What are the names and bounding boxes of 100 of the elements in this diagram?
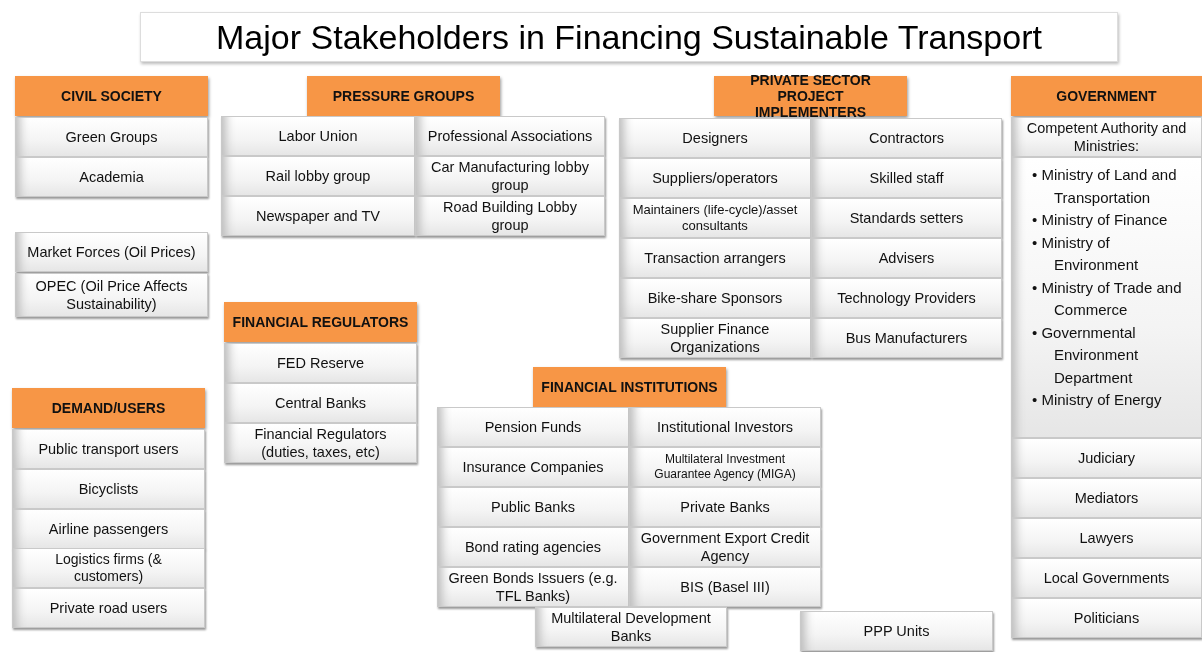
stakeholder-label: Mediators xyxy=(1074,488,1139,508)
stakeholder-label: Judiciary xyxy=(1077,448,1136,468)
stakeholder-label: Advisers xyxy=(878,248,935,268)
stakeholder-label: Private Banks xyxy=(680,497,770,517)
stakeholder-label: Market Forces (Oil Prices) xyxy=(27,242,196,262)
stakeholder-box xyxy=(15,232,208,272)
stakeholder-box xyxy=(629,407,821,447)
stakeholder-label: Multilateral Development Banks xyxy=(550,608,712,646)
stakeholder-box xyxy=(811,158,1002,198)
stakeholder-box xyxy=(437,447,629,487)
stakeholder-label: Competent Authority and Ministries: xyxy=(1025,118,1188,156)
stakeholder-label: Designers xyxy=(682,128,748,148)
stakeholder-label: Financial Regulators (duties, taxes, etc) xyxy=(253,424,388,462)
stakeholder-box xyxy=(415,156,605,196)
stakeholder-box xyxy=(811,238,1002,278)
stakeholder-box xyxy=(221,156,415,196)
stakeholder-label: Public Banks xyxy=(491,497,575,517)
stakeholder-box xyxy=(811,318,1002,358)
group-header: FINANCIAL INSTITUTIONS xyxy=(533,367,726,407)
stakeholder-box xyxy=(1011,518,1202,558)
group-header: FINANCIAL REGULATORS xyxy=(224,302,417,342)
stakeholder-label: Labor Union xyxy=(278,126,358,146)
stakeholder-box xyxy=(15,273,208,317)
stakeholder-box xyxy=(1011,558,1202,598)
stakeholder-box xyxy=(619,198,811,238)
stakeholder-label: OPEC (Oil Price Affects Sustainability) xyxy=(34,276,189,314)
stakeholder-box xyxy=(415,196,605,236)
list-item: • Ministry of Environment xyxy=(1032,232,1140,275)
group-header: CIVIL SOCIETY xyxy=(15,76,208,116)
stakeholder-label: Pension Funds xyxy=(484,417,582,437)
stakeholder-box xyxy=(224,343,417,383)
stakeholder-label: Bike-share Sponsors xyxy=(647,288,783,308)
stakeholder-label: Multilateral Investment Guarantee Agency (MIGA) xyxy=(653,452,797,482)
stakeholder-label: Academia xyxy=(79,167,144,187)
group-header: GOVERNMENT xyxy=(1011,76,1202,116)
stakeholder-label: Suppliers/operators xyxy=(652,168,778,188)
list-item: • Governmental Environment Department xyxy=(1032,322,1140,388)
stakeholder-label: Car Manufacturing lobby group xyxy=(430,157,590,195)
stakeholder-label: Contractors xyxy=(869,128,944,148)
stakeholder-box xyxy=(619,118,811,158)
stakeholder-box xyxy=(535,607,727,647)
stakeholder-label: Green Groups xyxy=(65,127,158,147)
stakeholder-label: Public transport users xyxy=(38,439,179,459)
stakeholder-box xyxy=(437,407,629,447)
stakeholder-label: Rail lobby group xyxy=(265,166,371,186)
stakeholder-label: Bus Manufacturers xyxy=(845,328,968,348)
stakeholder-label: Bond rating agencies xyxy=(464,537,602,557)
stakeholder-label: FED Reserve xyxy=(277,353,364,373)
group-header: PRIVATE SECTOR PROJECT IMPLEMENTERS xyxy=(714,76,907,116)
stakeholder-box xyxy=(1011,117,1202,157)
list-item: • Ministry of Trade and Commerce xyxy=(1032,277,1183,320)
group-header: PRESSURE GROUPS xyxy=(307,76,500,116)
stakeholder-box xyxy=(15,157,208,197)
list-item: • Ministry of Land and Transportation xyxy=(1032,165,1178,208)
stakeholder-box xyxy=(619,158,811,198)
stakeholder-label: Logistics firms (& customers) xyxy=(54,550,163,586)
stakeholder-box xyxy=(619,238,811,278)
stakeholder-label: Maintainers (life-cycle)/asset consultants xyxy=(631,201,799,235)
stakeholder-label: Airline passengers xyxy=(48,519,169,539)
stakeholder-box xyxy=(437,527,629,567)
stakeholder-box xyxy=(629,447,821,487)
stakeholder-box xyxy=(12,429,205,469)
stakeholder-box xyxy=(629,567,821,607)
stakeholder-box xyxy=(12,588,205,628)
stakeholder-box xyxy=(1011,438,1202,478)
stakeholder-label: Road Building Lobby group xyxy=(442,197,578,235)
stakeholder-box xyxy=(619,318,811,358)
stakeholder-label: Local Governments xyxy=(1043,568,1170,588)
stakeholder-label: Transaction arrangers xyxy=(644,248,786,268)
stakeholder-box xyxy=(12,509,205,549)
stakeholder-box xyxy=(224,423,417,463)
stakeholder-box xyxy=(221,116,415,156)
stakeholder-label: Technology Providers xyxy=(837,288,976,308)
stakeholder-label: Lawyers xyxy=(1079,528,1134,548)
stakeholder-label: BIS (Basel III) xyxy=(680,577,770,597)
stakeholder-box xyxy=(629,487,821,527)
stakeholder-label: Skilled staff xyxy=(869,168,944,188)
stakeholder-label: PPP Units xyxy=(863,621,930,641)
stakeholder-box xyxy=(1011,598,1202,638)
stakeholder-box xyxy=(619,278,811,318)
stakeholder-label: Government Export Credit Agency xyxy=(639,528,811,566)
stakeholder-box xyxy=(437,487,629,527)
stakeholder-box xyxy=(12,469,205,509)
stakeholder-label: Newspaper and TV xyxy=(256,206,380,226)
stakeholder-label: Professional Associations xyxy=(427,126,593,146)
list-item: • Ministry of Finance xyxy=(1032,210,1169,230)
stakeholder-box xyxy=(1011,478,1202,518)
list-item: • Ministry of Energy xyxy=(1032,390,1163,410)
stakeholder-label: Bicyclists xyxy=(78,479,139,499)
stakeholder-label: Supplier Finance Organizations xyxy=(659,319,771,357)
stakeholder-label: Central Banks xyxy=(274,393,367,413)
stakeholder-label: Politicians xyxy=(1073,608,1140,628)
stakeholder-box xyxy=(811,278,1002,318)
list-panel xyxy=(1011,157,1202,438)
title-banner: Major Stakeholders in Financing Sustainable Transport xyxy=(140,12,1118,62)
stakeholder-box xyxy=(811,198,1002,238)
stakeholder-box xyxy=(811,118,1002,158)
stakeholder-label: Institutional Investors xyxy=(656,417,794,437)
stakeholder-label: Green Bonds Issuers (e.g. TFL Banks) xyxy=(447,568,619,606)
stakeholder-box xyxy=(15,117,208,157)
